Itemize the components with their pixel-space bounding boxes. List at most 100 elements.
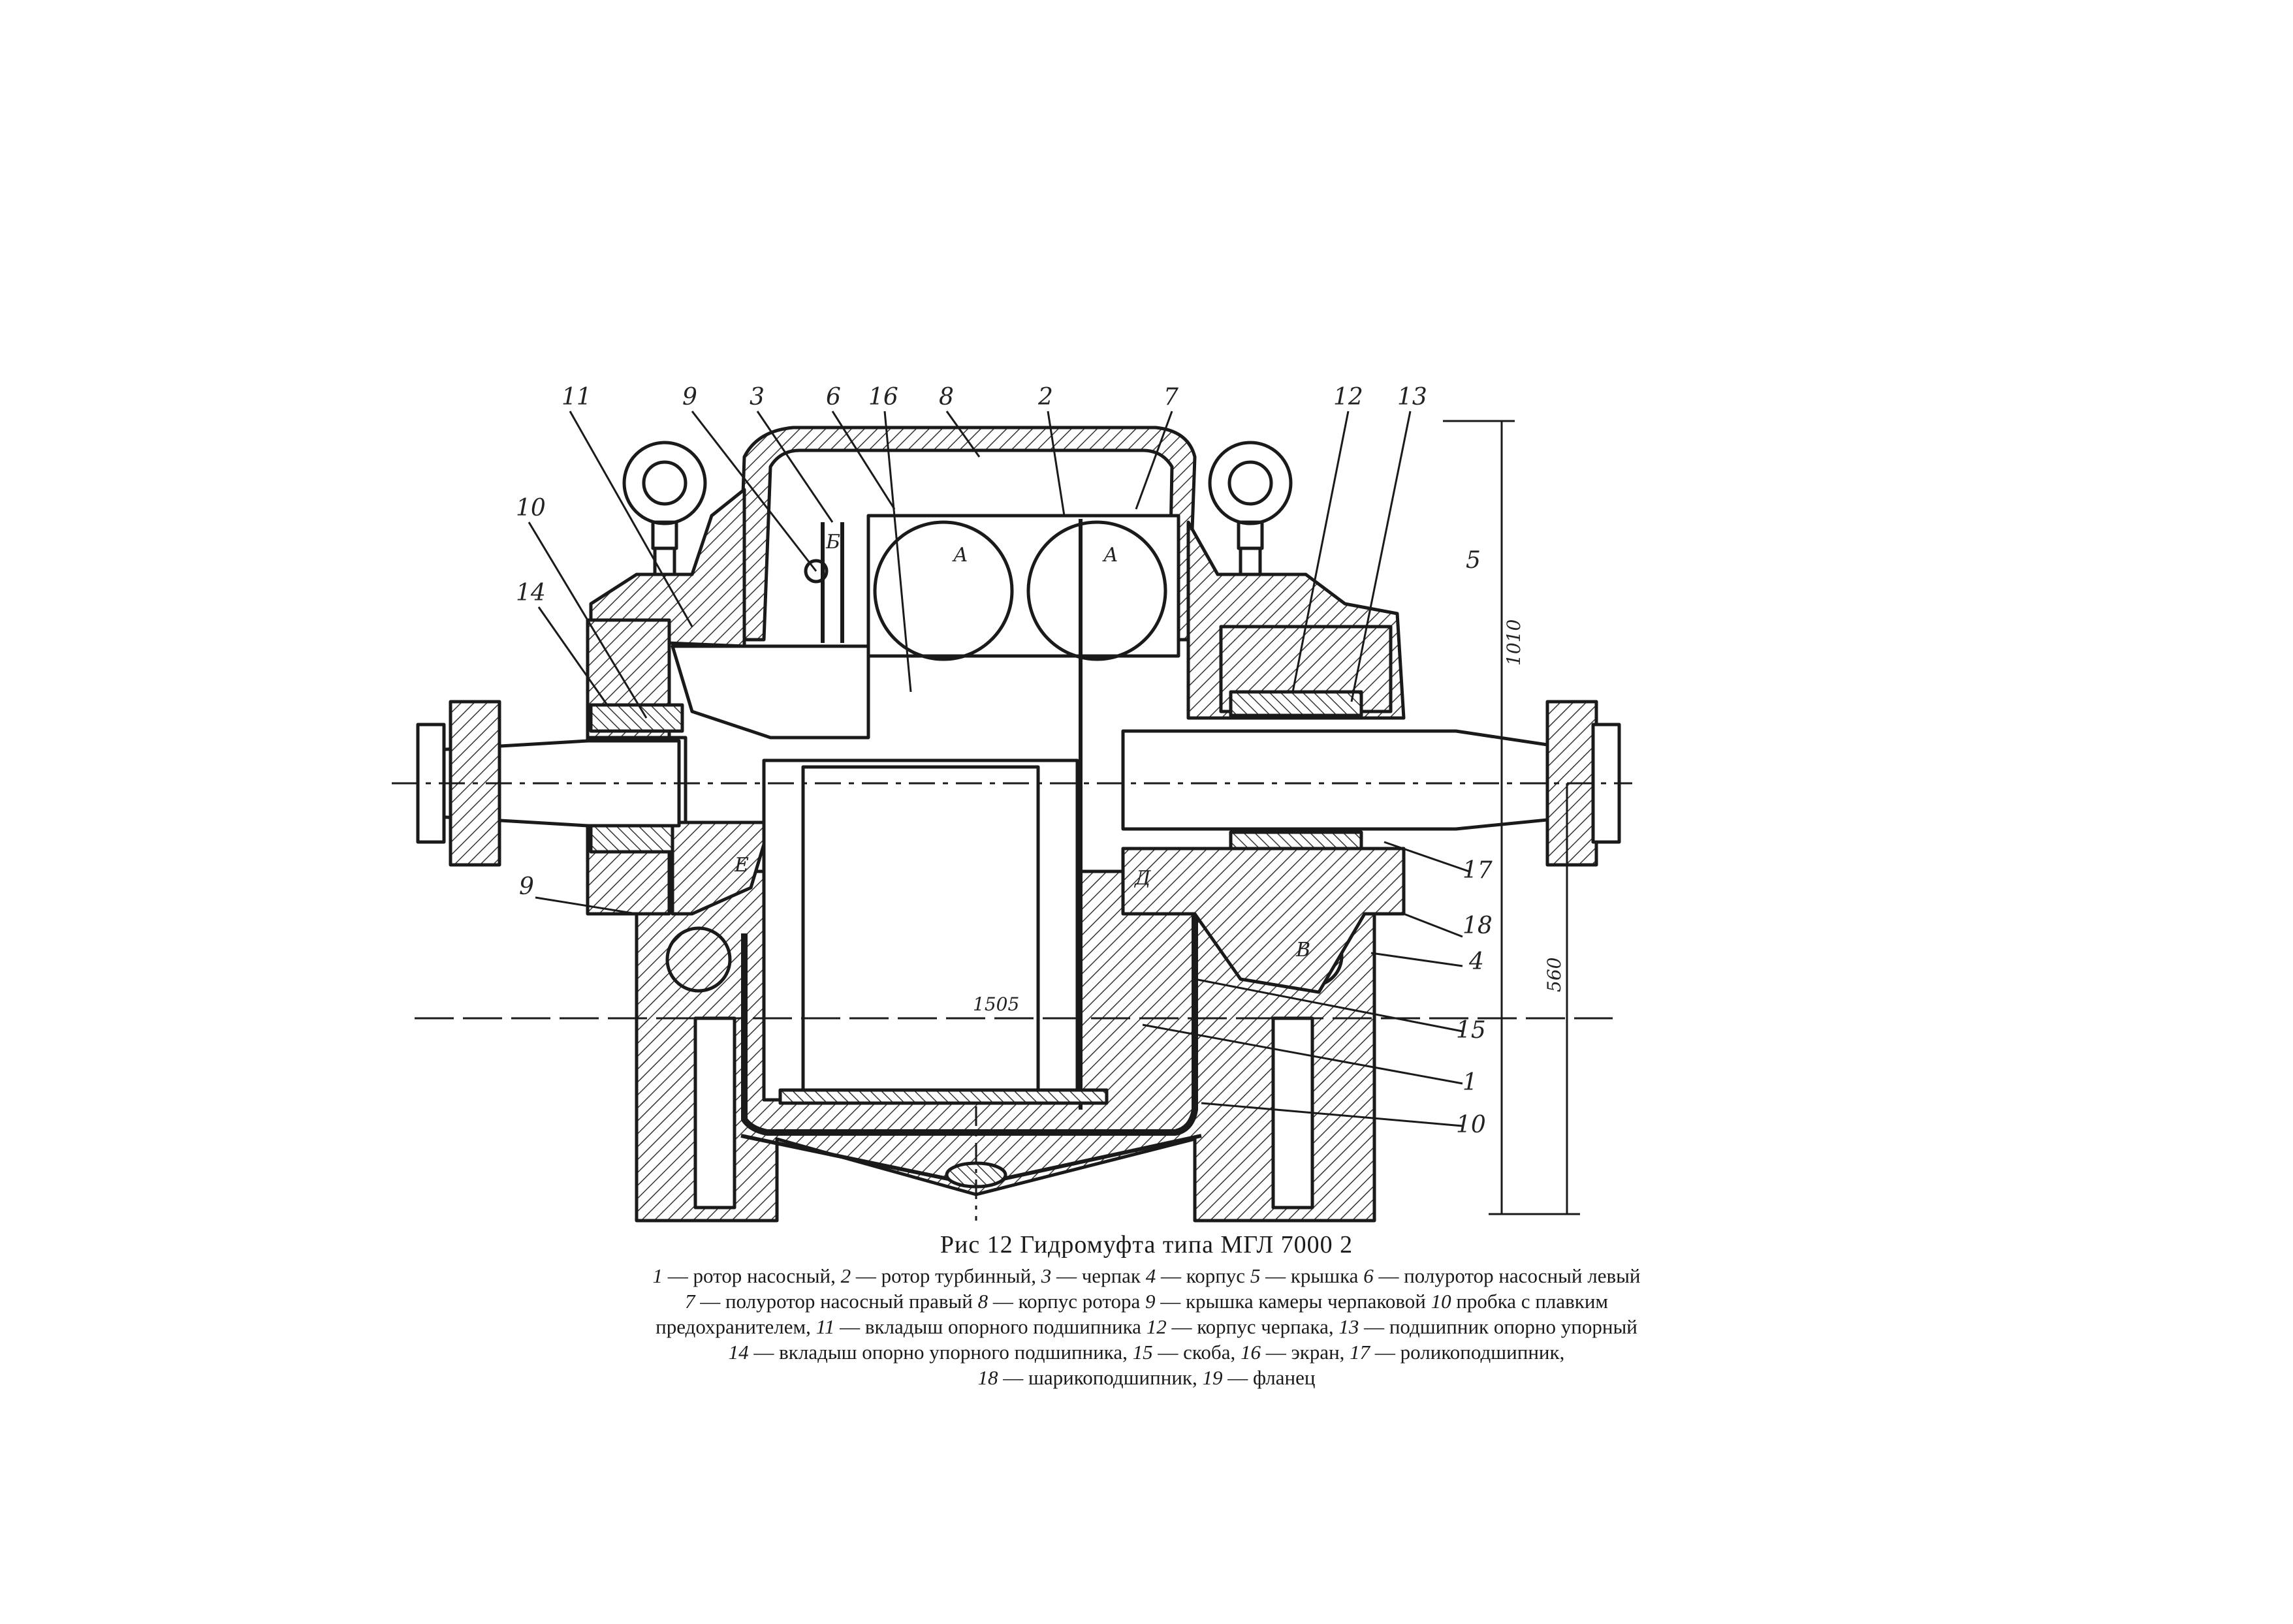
legend-part-text: — крышка [1260, 1264, 1364, 1287]
dimension-1505: 1505 [973, 993, 1019, 1015]
callout-4: 4 [1468, 948, 1484, 975]
callout-9-top: 9 [682, 384, 697, 411]
legend-part-text: — полуротор насосный левый [1373, 1264, 1641, 1287]
leader-14 [1350, 411, 1412, 702]
right-bearing-liner-top [1229, 690, 1363, 717]
scoop-tube [821, 522, 844, 643]
legend-part-number: 12 [1146, 1315, 1167, 1338]
caption-title: Рис 12 Гидромуфта типа МГЛ 7000 2 [940, 1231, 1353, 1258]
callout-15: 14 [516, 580, 546, 606]
dimension-560: 560 [1543, 958, 1565, 992]
rotor-casing [866, 514, 1180, 658]
legend-part-number: 8 [977, 1290, 988, 1313]
legend-part-number: 7 [684, 1290, 695, 1313]
legend-part-text: — ротор насосный, [662, 1264, 841, 1287]
leader-17 [883, 411, 912, 693]
callout-1: 1 [1463, 1069, 1478, 1096]
legend-line: 14 — вкладыш опорно упорного подшипника,… [0, 1339, 2293, 1365]
callout-16: 15 [1456, 1017, 1486, 1044]
figure-caption: Рис 12 Гидромуфта типа МГЛ 7000 2 1 — ро… [0, 1230, 2293, 1390]
legend-part-number: 18 [977, 1366, 998, 1389]
callout-7: 7 [1163, 384, 1178, 411]
leader-6 [831, 411, 896, 510]
leader-13 [1291, 411, 1350, 693]
legend-part-text: предохранителем, [656, 1315, 816, 1338]
lower-port-left [665, 926, 732, 993]
callout-12: 11 [561, 384, 592, 411]
leader-9-bottom [535, 896, 637, 915]
legend-line: 18 — шарикоподшипник, 19 — фланец [0, 1365, 2293, 1390]
leader-12 [569, 411, 693, 627]
legend-part-text: — крышка камеры черпаковой [1155, 1290, 1431, 1313]
legend-part-text: — подшипник опорно упорный [1359, 1315, 1637, 1338]
legend-part-text: — экран, [1260, 1341, 1350, 1364]
leader-9-top [691, 411, 817, 572]
callout-17: 16 [868, 384, 898, 411]
callout-13: 12 [1333, 384, 1363, 411]
legend-part-number: 19 [1202, 1366, 1223, 1389]
upper-housing-left [589, 488, 746, 648]
legend-part-number: 16 [1240, 1341, 1261, 1364]
legend-part-text: — корпус ротора [988, 1290, 1145, 1313]
callout-9-bottom: 9 [519, 873, 534, 900]
legend-part-number: 4 [1145, 1264, 1156, 1287]
label-B: Б [825, 531, 840, 554]
legend-part-number: 10 [1431, 1290, 1451, 1313]
callout-8: 8 [939, 384, 954, 411]
legend-part-text: — шарикоподшипник, [998, 1366, 1203, 1389]
main-shaft-right [1121, 729, 1589, 831]
leader-4 [1370, 952, 1463, 967]
leader-1 [1142, 1023, 1463, 1085]
rotor-bottom-plate [778, 1088, 1109, 1105]
legend-line: 1 — ротор насосный, 2 — ротор турбинный,… [0, 1263, 2293, 1288]
legend-part-text: пробка с плавким [1451, 1290, 1609, 1313]
dimension-1010: 1010 [1503, 619, 1525, 666]
callout-10: 10 [1456, 1112, 1486, 1138]
label-A-right: А [1102, 544, 1118, 567]
screen [741, 914, 1198, 1136]
rotor-drum [762, 758, 1079, 1102]
label-D: Д [1133, 867, 1151, 890]
scoop-chamber [671, 644, 870, 740]
turbine-rotor-chamber [1026, 520, 1167, 661]
left-bearing-liner-top [589, 703, 684, 733]
leader-7 [1135, 411, 1173, 510]
label-E: Е [734, 854, 749, 877]
callout-19: 18 [1463, 913, 1493, 939]
callout-18: 17 [1463, 857, 1493, 884]
callout-14: 13 [1397, 384, 1427, 411]
legend-part-number: 11 [815, 1315, 835, 1338]
scoop-lower [671, 820, 772, 916]
legend-part-text: — корпус черпака, [1166, 1315, 1339, 1338]
leader-16 [1194, 978, 1463, 1033]
legend-part-text: — вкладыш опорно упорного подшипника, [748, 1341, 1133, 1364]
legend-part-number: 9 [1145, 1290, 1156, 1313]
legend-part-number: 14 [728, 1341, 749, 1364]
legend-part-text: — ротор турбинный, [851, 1264, 1041, 1287]
leader-15 [537, 606, 609, 706]
legend-part-number: 1 [652, 1264, 663, 1287]
legend-part-text: — скоба, [1152, 1341, 1241, 1364]
callout-2: 2 [1037, 384, 1053, 411]
legend-part-number: 5 [1250, 1264, 1261, 1287]
leader-11 [528, 522, 648, 719]
lower-housing-right [1121, 847, 1406, 994]
legend-part-text: — черпак [1051, 1264, 1146, 1287]
leader-2 [1047, 411, 1066, 516]
parts-legend: 1 — ротор насосный, 2 — ротор турбинный,… [0, 1263, 2293, 1390]
legend-part-text: — фланец [1222, 1366, 1316, 1389]
legend-part-text: — роликоподшипник, [1370, 1341, 1565, 1364]
leader-19 [1403, 913, 1463, 938]
callout-6: 6 [826, 384, 841, 411]
legend-part-number: 13 [1338, 1315, 1359, 1338]
legend-part-text: — корпус [1156, 1264, 1250, 1287]
left-bearing-liner-bottom [589, 824, 684, 854]
pump-rotor-chamber [873, 520, 1014, 661]
scoop-port [804, 559, 829, 584]
callout-5: 5 [1466, 547, 1481, 574]
leader-3 [756, 411, 834, 523]
legend-part-number: 17 [1350, 1341, 1370, 1364]
label-A-left: А [952, 544, 968, 567]
leader-18 [1384, 841, 1470, 873]
legend-part-text: — вкладыш опорного подшипника [834, 1315, 1146, 1338]
